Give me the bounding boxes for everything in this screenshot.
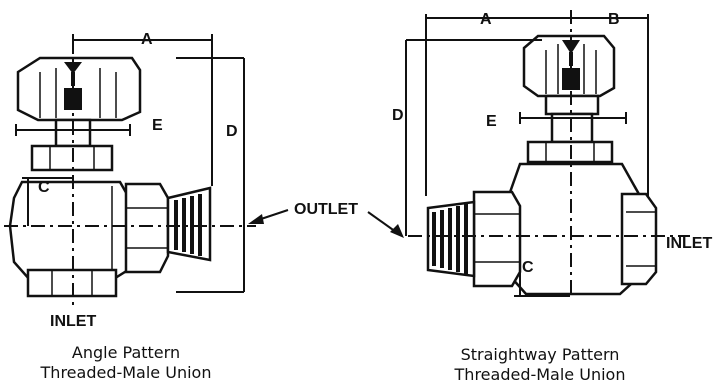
angle-caption-line1: Angle Pattern	[72, 343, 180, 362]
straight-caption-line2: Threaded-Male Union	[454, 365, 626, 384]
angle-label-d: D	[226, 123, 238, 140]
angle-valve: A C D E INLET	[4, 31, 256, 330]
straight-label-e: E	[486, 113, 497, 130]
angle-caption-line2: Threaded-Male Union	[40, 363, 212, 382]
straight-label-a: A	[480, 11, 492, 28]
straight-end-nut	[620, 192, 658, 286]
straight-caption-line1: Straightway Pattern	[461, 345, 620, 364]
straightway-valve: A B C D E INLET	[392, 10, 712, 297]
angle-label-c: C	[38, 179, 50, 196]
angle-label-e: E	[152, 117, 163, 134]
angle-label-a: A	[141, 31, 153, 48]
straight-label-c: C	[522, 259, 534, 276]
straight-outlet-hex	[472, 190, 522, 288]
straight-label-inlet: INLET	[666, 235, 712, 252]
straight-label-b: B	[608, 11, 620, 28]
outlet-label: OUTLET	[294, 201, 358, 218]
angle-outlet-hex	[124, 182, 170, 274]
straight-label-d: D	[392, 107, 404, 124]
angle-label-inlet: INLET	[50, 313, 96, 330]
outlet-callout: OUTLET	[248, 201, 404, 238]
